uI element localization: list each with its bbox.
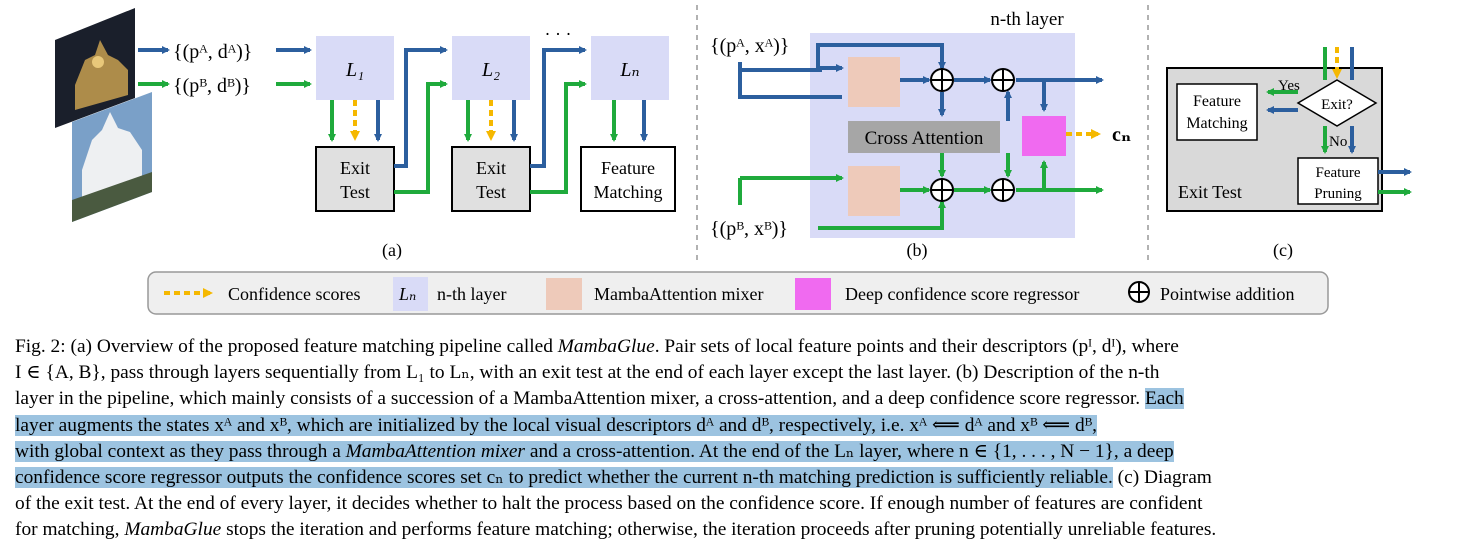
- yes-label: Yes: [1278, 78, 1300, 94]
- svg-text:Exit?: Exit?: [1321, 97, 1353, 113]
- cross-attention-label: Cross Attention: [865, 128, 984, 149]
- mamba-mixer-bottom: [848, 166, 900, 216]
- ellipsis: · · ·: [545, 24, 572, 44]
- panel-c: Feature Matching Exit? Yes No Feature Pr…: [1166, 47, 1412, 261]
- svg-text:Exit: Exit: [340, 158, 370, 178]
- layer-2-label: L₂: [481, 59, 500, 81]
- layer-1-label: L₁: [345, 59, 364, 81]
- legend-plus-icon: [1128, 281, 1150, 303]
- svg-text:Test: Test: [340, 182, 370, 202]
- cross-attention-box: [848, 121, 1000, 153]
- svg-text:Feature: Feature: [601, 158, 655, 178]
- feature-matching-box: [580, 146, 676, 212]
- layer-1: [316, 36, 394, 100]
- svg-text:Lₙ: Lₙ: [398, 284, 416, 304]
- exit-test-label-c: Exit Test: [1178, 182, 1242, 202]
- mamba-mixer-top: [848, 57, 900, 107]
- exit-decision: [1296, 79, 1378, 127]
- exit-test-2: [451, 146, 531, 212]
- feature-matching-c: [1176, 83, 1258, 141]
- layer-2: [452, 36, 530, 100]
- legend-layer-swatch: [393, 277, 428, 311]
- input-label-a-top: {(pᴬ, dᴬ)}: [173, 41, 252, 63]
- legend-mamba: MambaAttention mixer: [594, 284, 763, 304]
- legend-pointwise: Pointwise addition: [1160, 284, 1295, 304]
- svg-text:Test: Test: [476, 182, 506, 202]
- pointwise-add-icon: [930, 68, 1015, 202]
- no-label: No: [1329, 134, 1347, 150]
- input-label-a-bottom: {(pᴮ, dᴮ)}: [173, 75, 251, 97]
- input-label-b-bottom: {(pᴮ, xᴮ)}: [710, 218, 788, 240]
- svg-text:Feature: Feature: [1193, 93, 1241, 110]
- svg-text:Feature: Feature: [1316, 165, 1361, 181]
- panel-b: n-th layer {(pᴬ, xᴬ)} {(pᴮ, xᴮ)} Cross A…: [710, 9, 1131, 261]
- nth-layer-title: n-th layer: [990, 9, 1064, 30]
- layer-n: [591, 36, 669, 100]
- legend-confidence: Confidence scores: [228, 284, 360, 304]
- legend: Confidence scores Lₙ n-th layer MambaAtt…: [147, 271, 1329, 315]
- svg-text:Matching: Matching: [594, 182, 663, 202]
- panel-b-label: (b): [907, 240, 928, 261]
- svg-text:Exit: Exit: [476, 158, 506, 178]
- exit-test-1: [315, 146, 395, 212]
- panel-c-label: (c): [1273, 240, 1293, 261]
- input-image-top: [55, 8, 135, 128]
- input-image-bottom: [72, 92, 152, 222]
- figure-diagram: {(pᴬ, dᴬ)} {(pᴮ, dᴮ)} L₁ L₂ Lₙ · · · Exi…: [55, 5, 1412, 315]
- feature-pruning: [1297, 157, 1379, 205]
- svg-text:Pruning: Pruning: [1314, 186, 1362, 202]
- legend-deep: Deep confidence score regressor: [845, 284, 1079, 304]
- legend-deep-swatch: [795, 278, 831, 310]
- panel-a: {(pᴬ, dᴬ)} {(pᴮ, dᴮ)} L₁ L₂ Lₙ · · · Exi…: [55, 8, 676, 261]
- svg-text:Matching: Matching: [1186, 115, 1247, 132]
- panel-a-label: (a): [382, 240, 402, 261]
- legend-nth-layer: n-th layer: [437, 284, 506, 304]
- figure-caption: Fig. 2: (a) Overview of the proposed fea…: [15, 336, 1217, 541]
- input-label-b-top: {(pᴬ, xᴬ)}: [710, 35, 789, 57]
- confidence-output-label: cₙ: [1112, 124, 1131, 146]
- deep-confidence-regressor: [1022, 116, 1066, 156]
- legend-mamba-swatch: [546, 278, 582, 310]
- layer-n-label: Lₙ: [619, 59, 639, 81]
